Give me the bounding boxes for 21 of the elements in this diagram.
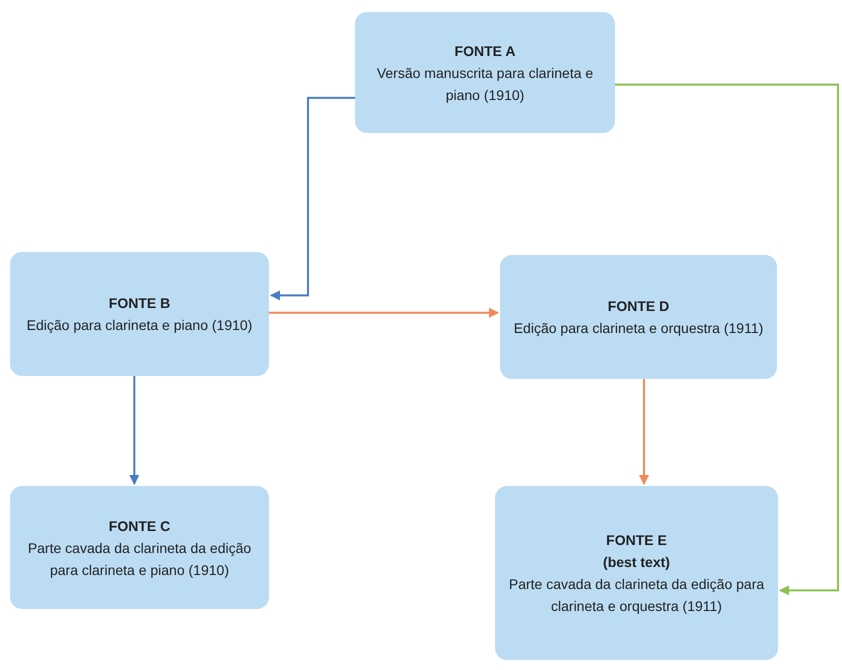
arrow bbox=[615, 84, 839, 596]
box-text: Parte cavada da clarineta da edição para clarineta e orquestra (1911) bbox=[508, 575, 766, 616]
arrow bbox=[129, 376, 140, 485]
process-box bbox=[495, 486, 778, 660]
arrow bbox=[270, 96, 355, 300]
box-heading: FONTE B bbox=[108, 294, 170, 313]
box-heading: FONTE C bbox=[108, 516, 170, 536]
box-text: Parte cavada da clarineta da edição para clarineta e piano (1910) bbox=[26, 538, 252, 580]
process-box bbox=[10, 252, 269, 376]
arrow bbox=[639, 379, 650, 485]
box-text: Edição para clarineta e orquestra (1911) bbox=[514, 319, 764, 338]
box-text: Edição para clarineta e piano (1910) bbox=[26, 316, 252, 335]
box-heading: FONTE E bbox=[606, 531, 667, 550]
box-heading: FONTE D bbox=[608, 297, 670, 316]
arrow bbox=[269, 308, 499, 318]
process-box bbox=[10, 486, 269, 609]
box-text: Versão manuscrita para clarineta e piano (1910) bbox=[376, 64, 594, 105]
box-heading: (best text) bbox=[603, 553, 670, 572]
process-box bbox=[355, 12, 615, 133]
process-box bbox=[500, 255, 777, 379]
box-heading: FONTE A bbox=[454, 42, 516, 60]
